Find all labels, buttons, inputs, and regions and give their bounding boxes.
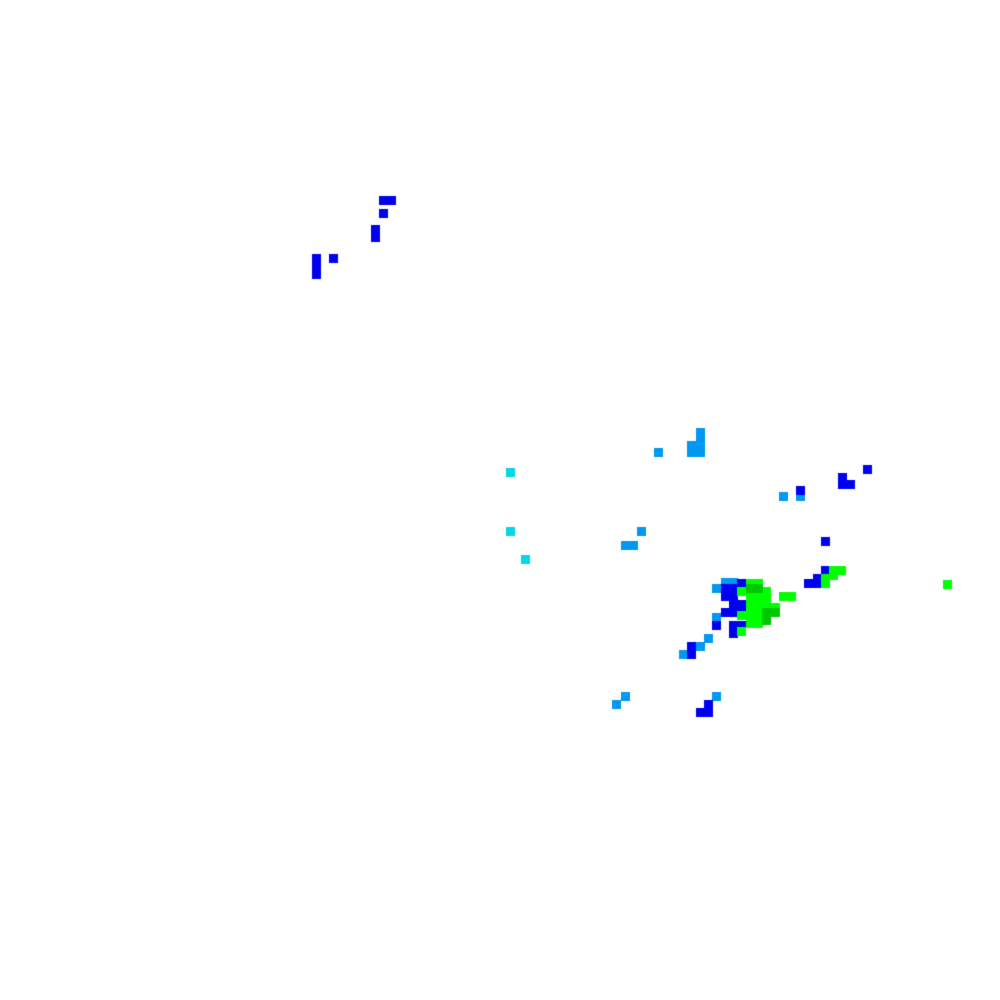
radar-reflectivity-map [0,0,1000,1000]
